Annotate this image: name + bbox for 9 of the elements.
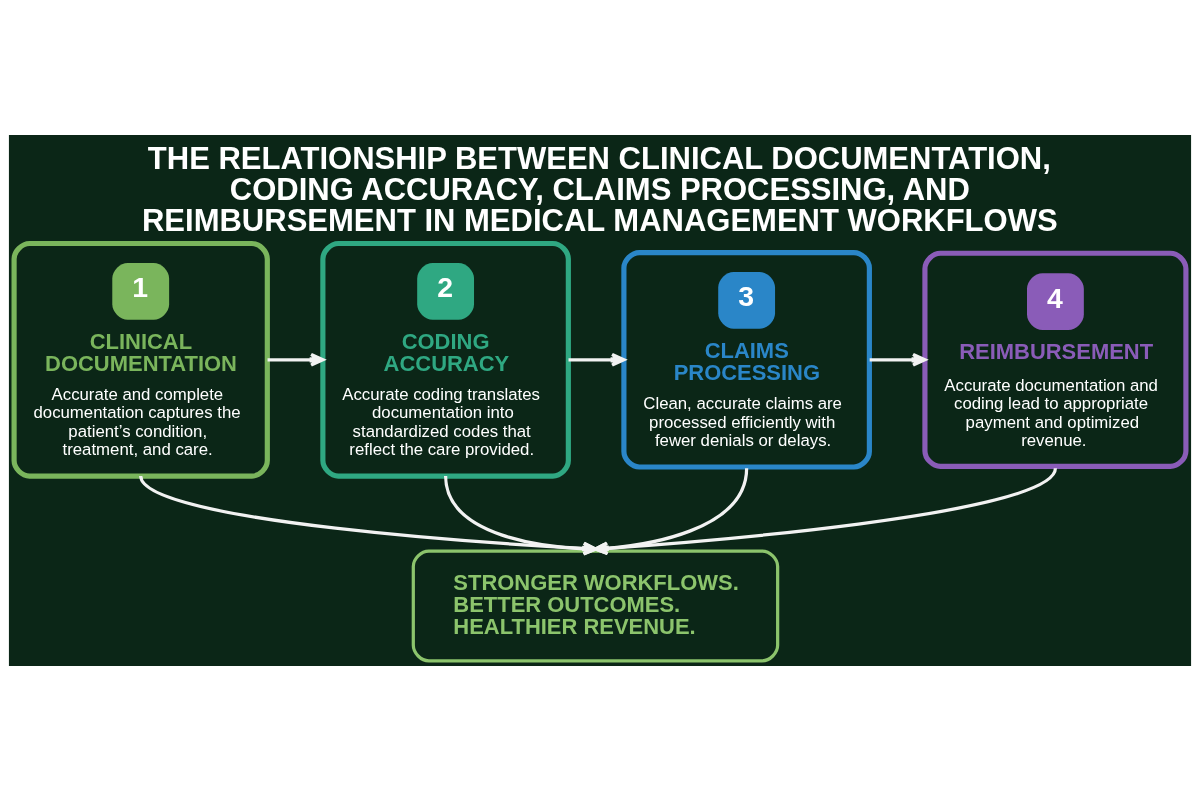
node-box: STRONGER WORKFLOWS. BETTER OUTCOMES. HEALTHIER REVENUE. xyxy=(411,548,780,662)
node-box: 4 REIMBURSEMENT Accurate documentation and coding lead to appropriate payment and optimized revenue. xyxy=(922,250,1189,469)
diagram-title: THE RELATIONSHIP BETWEEN CLINICAL DOCUMENTATION, CODING ACCURACY, CLAIMS PROCESSING, AND REIMBURSEMENT IN MEDICAL MANAGEMENT WORKFLOWS xyxy=(142,140,1058,238)
arrow xyxy=(267,352,325,367)
node-box: 2 CODING ACCURACY Accurate coding translates documentation into standardized codes that reflect the care provided. xyxy=(320,240,571,479)
node-box: 3 CLAIMS PROCESSING Clean, accurate claims are processed efficiently with fewer denials or delays. xyxy=(621,249,872,470)
arrow xyxy=(869,352,927,367)
arrow xyxy=(568,352,626,367)
node-box: 1 CLINICAL DOCUMENTATION Accurate and complete documentation captures the patient’s condition, treatment, and care. xyxy=(11,240,270,479)
